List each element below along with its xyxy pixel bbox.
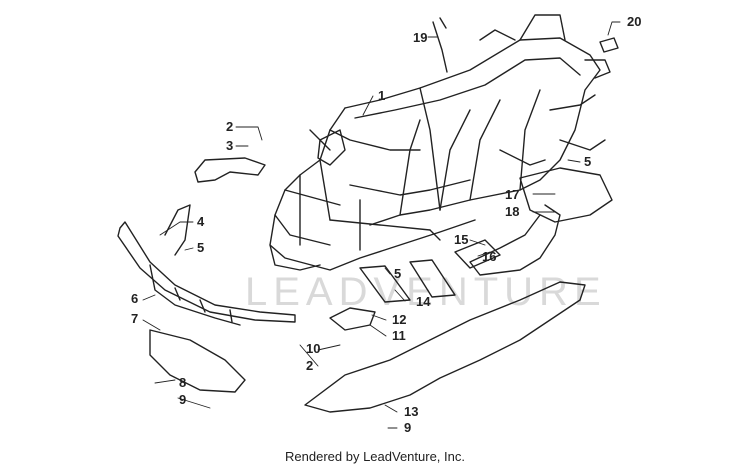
front-bumper bbox=[117, 221, 296, 323]
frame-brace bbox=[454, 239, 501, 269]
callout-7: 7 bbox=[131, 311, 138, 326]
callout-5b: 5 bbox=[584, 154, 591, 169]
callout-4: 4 bbox=[197, 214, 205, 229]
callout-17: 17 bbox=[505, 187, 519, 202]
callout-9b: 9 bbox=[404, 420, 411, 435]
callout-8: 8 bbox=[179, 375, 186, 390]
callouts: 1 2 3 4 5 6 7 8 9 10 11 12 13 14 15 16 1… bbox=[131, 14, 641, 435]
callout-3: 3 bbox=[226, 138, 233, 153]
watermark-text: LEADVENTURE bbox=[245, 270, 607, 314]
front-skid-plate bbox=[149, 329, 246, 393]
main-skid-plate bbox=[304, 281, 586, 413]
callout-16: 16 bbox=[482, 249, 496, 264]
cap-20 bbox=[599, 37, 619, 53]
leader-lines bbox=[142, 21, 621, 429]
bracket-4 bbox=[164, 204, 191, 256]
callout-11: 11 bbox=[392, 328, 406, 343]
callout-2b: 2 bbox=[306, 358, 313, 373]
callout-1: 1 bbox=[378, 88, 385, 103]
slider-bar-b bbox=[409, 259, 456, 298]
callout-6: 6 bbox=[131, 291, 138, 306]
callout-13: 13 bbox=[404, 404, 418, 419]
main-frame bbox=[269, 14, 611, 271]
callout-5: 5 bbox=[197, 240, 204, 255]
watermark: LEADVENTURE bbox=[245, 270, 607, 314]
bracket-11 bbox=[329, 307, 376, 331]
bracket-19 bbox=[432, 17, 448, 73]
callout-5c: 5 bbox=[394, 266, 401, 281]
footer-credit: Rendered by LeadVenture, Inc. bbox=[285, 449, 465, 464]
callout-12: 12 bbox=[392, 312, 406, 327]
callout-20: 20 bbox=[627, 14, 641, 29]
callout-2: 2 bbox=[226, 119, 233, 134]
callout-19: 19 bbox=[413, 30, 427, 45]
bracket-3 bbox=[194, 157, 266, 183]
footwell-plate bbox=[519, 167, 613, 223]
callout-15: 15 bbox=[454, 232, 468, 247]
callout-9: 9 bbox=[179, 392, 186, 407]
callout-10: 10 bbox=[306, 341, 320, 356]
callout-18: 18 bbox=[505, 204, 519, 219]
slider-bar-a bbox=[359, 265, 411, 303]
callout-14: 14 bbox=[416, 294, 431, 309]
